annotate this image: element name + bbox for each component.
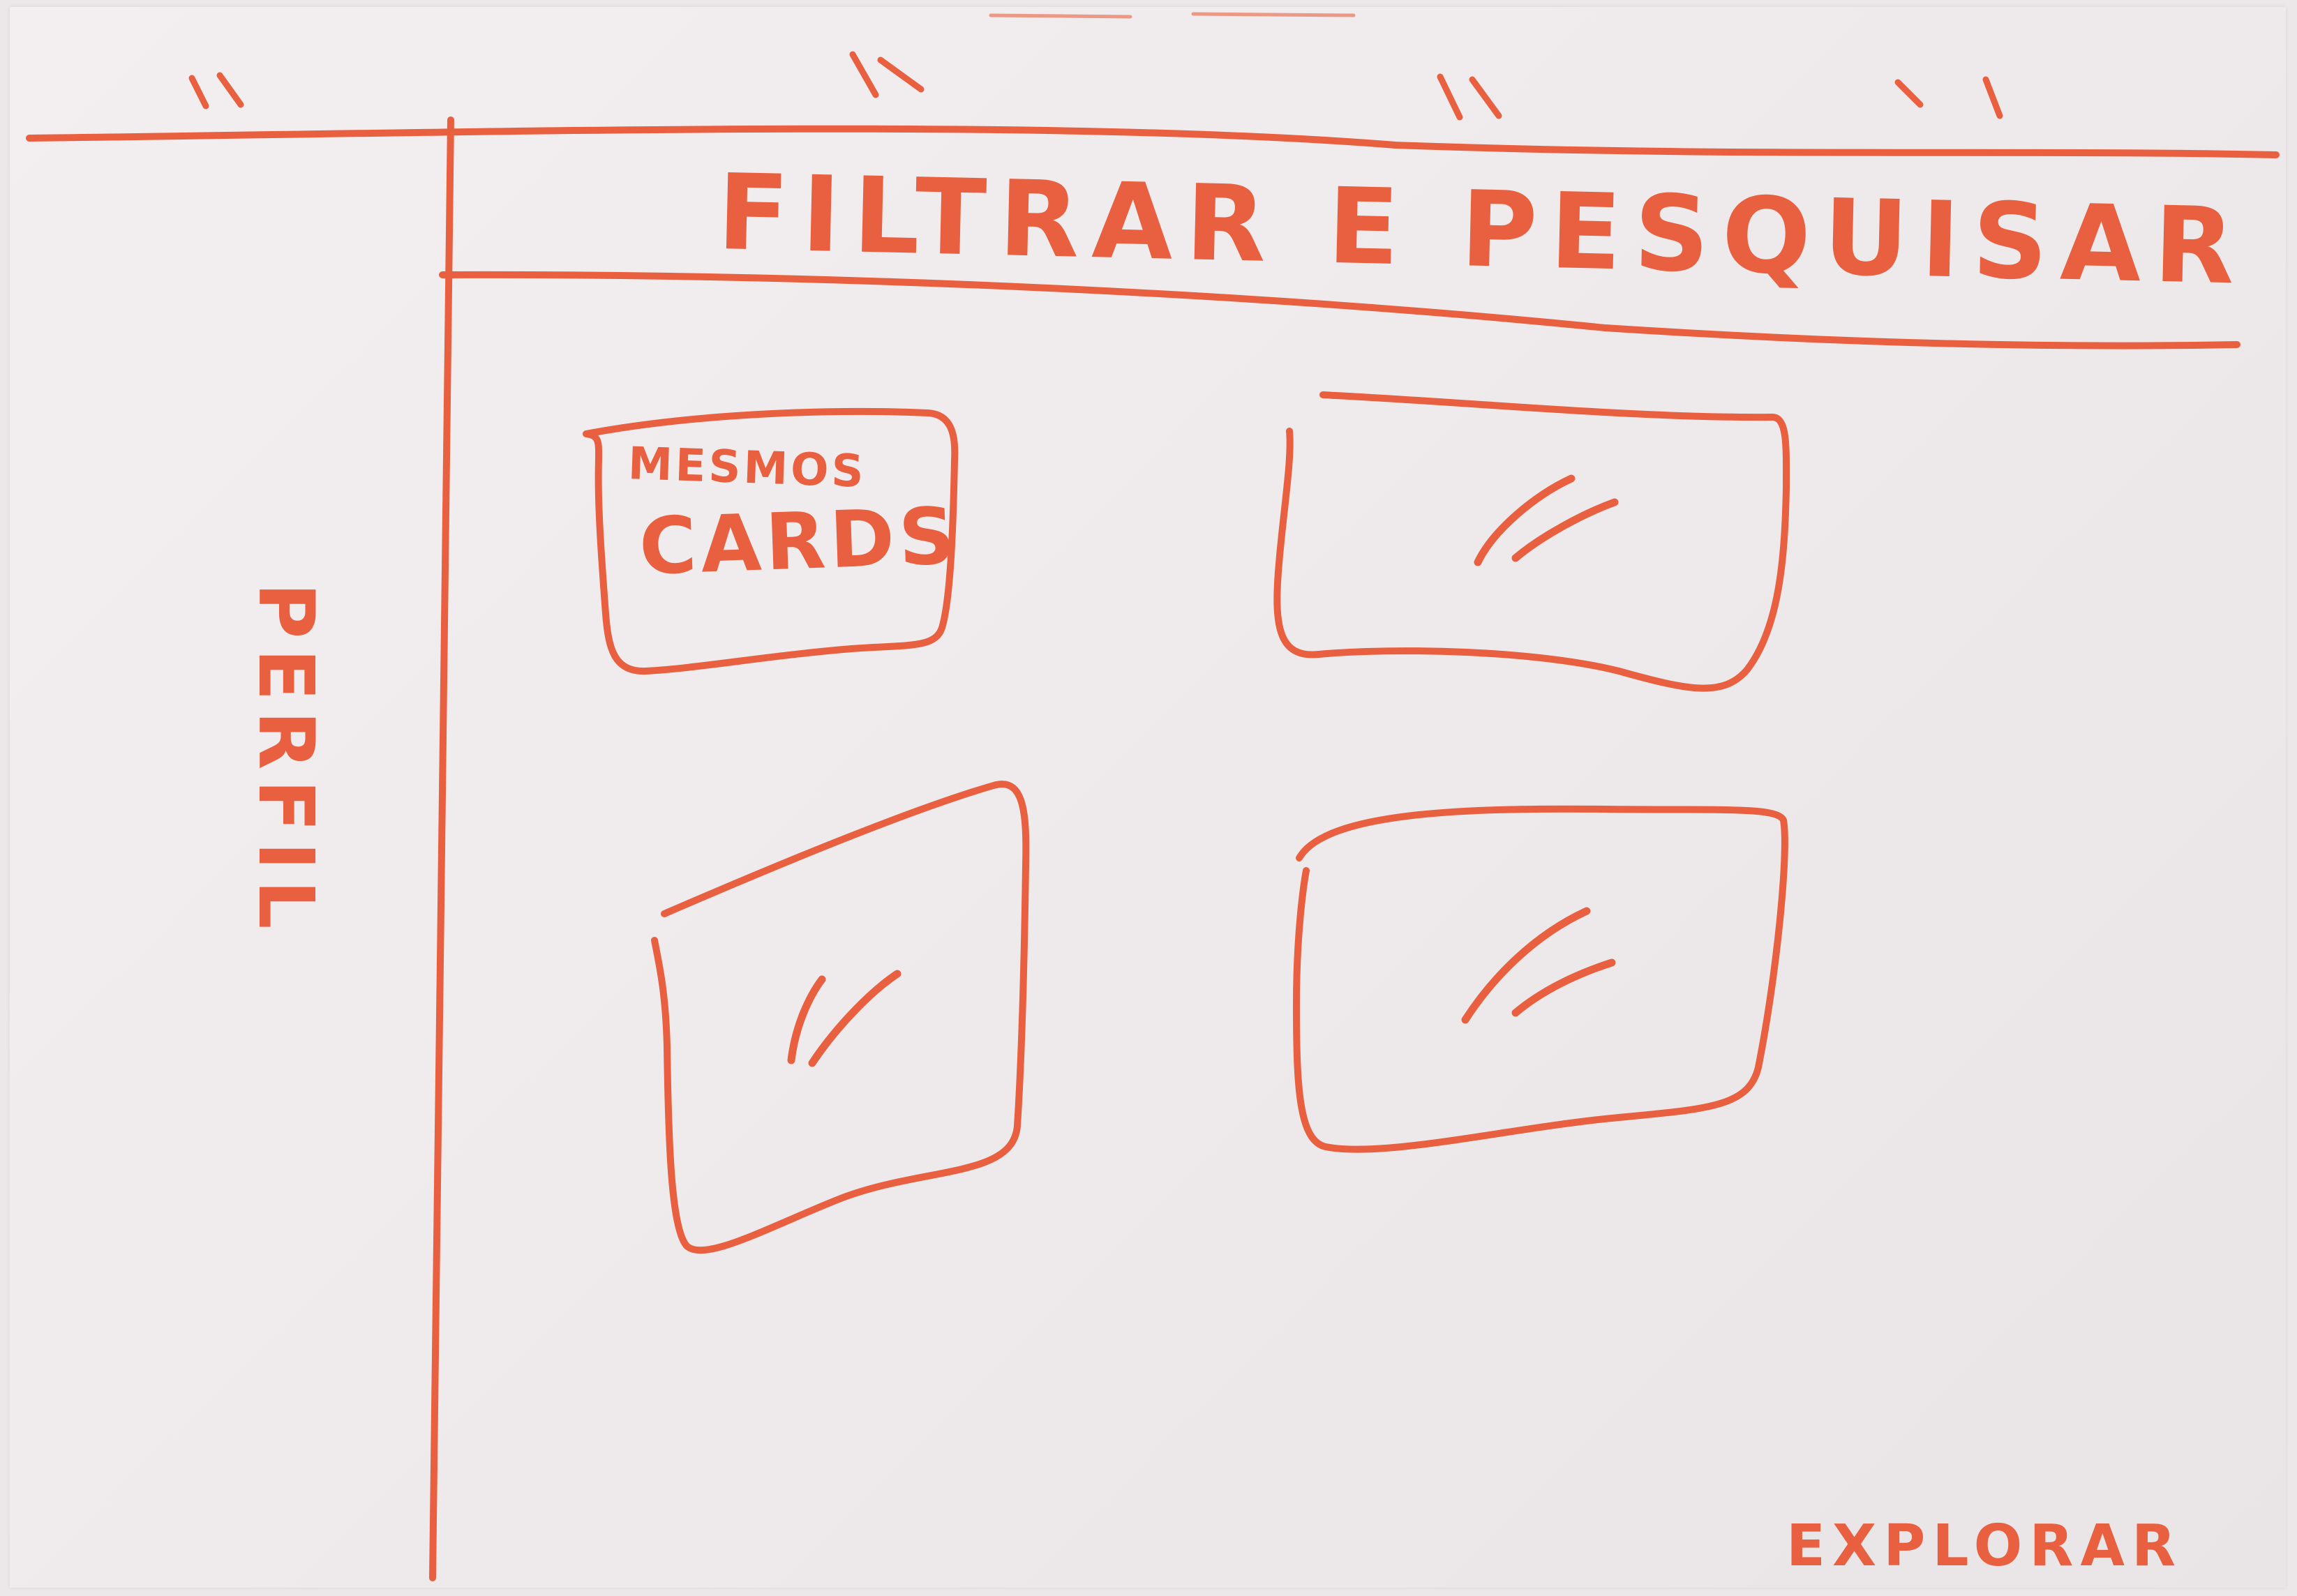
paper-sheet — [10, 7, 2286, 1588]
sidebar-divider — [429, 116, 454, 1581]
card-4-image-icon — [1461, 907, 1616, 1024]
ditto-mark-4 — [1894, 76, 2003, 119]
card-3-outline — [651, 781, 1030, 1254]
sidebar-profile-label[interactable]: PERFIL — [241, 582, 331, 939]
page-name-label: EXPLORAR — [1786, 1513, 2183, 1579]
card-1-label-line-1: MESMOS — [627, 438, 867, 498]
sidebar-profile-text: PERFIL — [241, 582, 331, 939]
card-2-image-icon — [1474, 474, 1619, 566]
card-1-label[interactable]: MESMOS CARDS — [614, 438, 961, 593]
card-4-outline — [1293, 805, 1788, 1153]
card-1-outline — [583, 407, 959, 675]
ditto-mark-1 — [188, 72, 244, 110]
ditto-mark-3 — [1437, 73, 1502, 121]
filter-bar-divider — [439, 271, 2240, 349]
card-2-outline — [1273, 391, 1790, 692]
top-edge-mark — [989, 12, 1356, 19]
ditto-marks — [188, 12, 2003, 121]
card-1-label-line-2: CARDS — [637, 490, 961, 593]
card-3-image-icon — [787, 970, 901, 1067]
ditto-mark-2 — [849, 51, 925, 98]
top-nav-divider — [26, 125, 2280, 158]
